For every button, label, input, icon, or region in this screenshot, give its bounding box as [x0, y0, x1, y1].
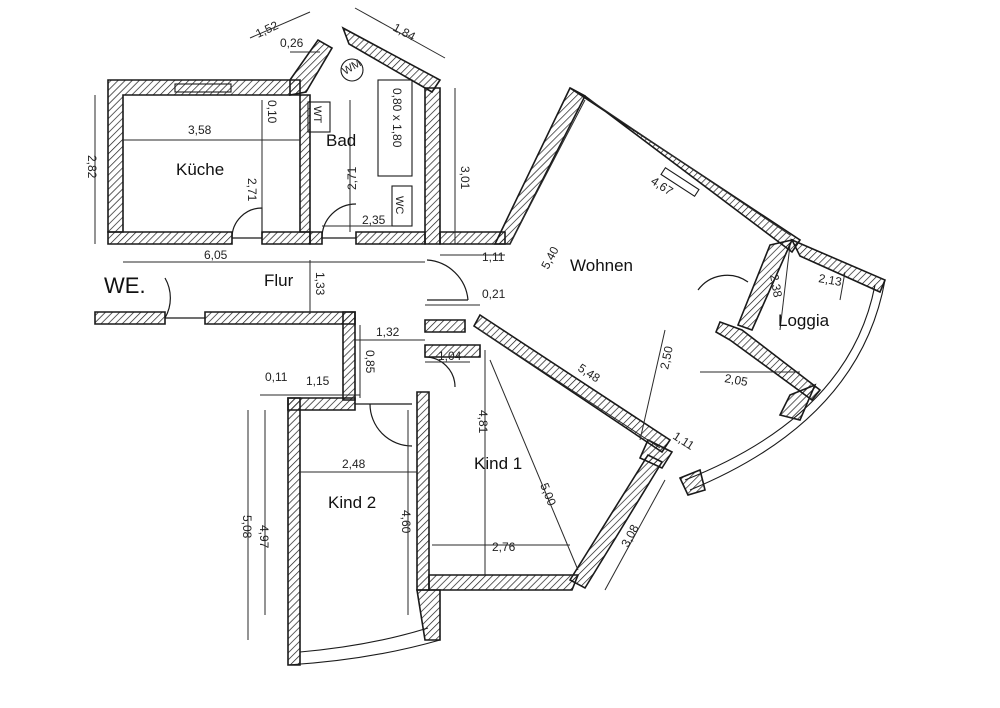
kind2-wall-left	[287, 397, 301, 666]
dim-wohnen-top: 4,67	[648, 174, 675, 199]
wohnen-door	[426, 259, 469, 301]
dimension-lines	[94, 7, 846, 640]
entry-label: WE.	[104, 273, 146, 298]
loggia-door	[697, 274, 749, 291]
kind1-wall-bottom	[428, 574, 580, 591]
loggia-curve-outer	[689, 279, 886, 491]
dim-kind2-depth: 4,60	[399, 510, 413, 534]
flur-wall-bottom-left	[94, 311, 166, 325]
kueche-wall-bottom	[107, 231, 233, 245]
bathtub	[377, 79, 413, 177]
kind2-wall-bottom-right	[416, 589, 441, 641]
dim-kind1-width: 2,76	[492, 540, 516, 554]
dim-flur-step: 1,32	[376, 325, 400, 339]
loggia-wall-top	[790, 238, 887, 294]
dim-kueche-outer: 2,82	[85, 155, 99, 179]
room-label-kind2: Kind 2	[328, 493, 376, 512]
bad-wall-bottom	[309, 231, 323, 245]
dim-kind2-wall: 0,11	[265, 370, 288, 384]
kind1-door	[424, 356, 456, 388]
dim-flur-small: 0,21	[482, 287, 506, 301]
washbasin-box	[307, 101, 331, 133]
dim-kueche-depth: 2,71	[245, 178, 259, 202]
washer-circle	[340, 58, 364, 82]
dim-flur-door: 1,04	[438, 349, 462, 363]
bad-wall-left	[289, 38, 334, 96]
room-label-flur: Flur	[264, 271, 294, 290]
loggia-wall-bottom	[778, 383, 817, 421]
bad-wall-right	[424, 87, 441, 245]
entry-door	[164, 277, 205, 319]
dim-bad-small: 0,10	[265, 100, 279, 124]
dim-loggia-width: 2,13	[817, 271, 843, 289]
kind1-wall-right	[568, 453, 664, 590]
room-label-bad: Bad	[326, 131, 356, 150]
wohnen-wall-top	[569, 87, 802, 254]
dim-bad-bottom: 2,35	[362, 213, 386, 227]
dim-flur-right: 1,11	[482, 250, 505, 264]
flur-wall-right-step2	[424, 344, 481, 358]
loggia-curve-inner	[684, 284, 876, 481]
toilet-box	[391, 185, 413, 227]
dim-kueche-width: 3,58	[188, 123, 212, 137]
wohnen-wall-left	[493, 86, 587, 245]
dim-loggia-inner: 2,05	[723, 371, 749, 389]
loggia-corner	[678, 468, 706, 496]
dim-loggia-wall: 1,11	[670, 429, 697, 453]
bad-wall-bottom-right	[355, 231, 426, 245]
kind2-kind1-partition	[416, 391, 430, 591]
kind2-curve-outer	[287, 639, 441, 666]
wohnen-wall-bottom	[472, 313, 672, 454]
kind2-curve-inner	[299, 627, 429, 653]
dim-kind2-step: 1,15	[306, 374, 330, 388]
bad-door	[321, 203, 357, 239]
flur-wall-right-step	[424, 319, 466, 333]
dim-bad-wall: 0,26	[280, 36, 304, 50]
room-label-loggia: Loggia	[778, 311, 830, 330]
tag-wt: WT	[311, 106, 323, 123]
dim-wohnen-side: 5,40	[538, 244, 561, 271]
dim-tub: 0,80 x 1,80	[390, 88, 404, 148]
tag-wm: WM	[341, 57, 364, 77]
kueche-window	[174, 83, 232, 93]
flur-wall-step	[342, 311, 356, 401]
dim-kind2-width: 2,48	[342, 457, 366, 471]
dim-flur-side: 0,85	[363, 350, 377, 374]
dim-bad-diag: 1,52	[253, 18, 280, 41]
dim-bad-depth: 2,71	[345, 166, 359, 190]
walls	[94, 26, 887, 666]
doors	[164, 203, 749, 447]
room-labels: Küche Bad Flur Wohnen Loggia Kind 1 Kind…	[104, 131, 830, 512]
room-label-kind1: Kind 1	[474, 454, 522, 473]
tag-wc: WC	[393, 196, 405, 214]
kueche-door	[231, 207, 263, 239]
wohnen-loggia-inner	[714, 320, 822, 402]
fixtures	[174, 58, 700, 227]
kind2-door	[355, 403, 413, 447]
dim-bad-side: 3,01	[458, 166, 472, 190]
dim-kind1-depth: 4,81	[476, 410, 490, 434]
dim-loggia-depth: 2,38	[767, 273, 785, 299]
dim-flur-width: 1,33	[313, 272, 327, 296]
dim-kind2-inner: 4,97	[257, 525, 271, 549]
kind1-wall-top-corner	[638, 438, 674, 470]
dim-kind2-outer: 5,08	[240, 515, 254, 539]
room-label-kueche: Küche	[176, 160, 224, 179]
kueche-wall-bottom-right	[261, 231, 311, 245]
wohnen-window	[660, 166, 700, 198]
flur-wall-bottom-mid	[204, 311, 356, 325]
room-label-wohnen: Wohnen	[570, 256, 633, 275]
dim-wohnen-inner: 2,50	[657, 345, 676, 371]
dim-kind1-diag: 5,00	[537, 481, 559, 508]
loggia-wall-left	[736, 238, 794, 332]
dim-flur-length: 6,05	[204, 248, 228, 262]
